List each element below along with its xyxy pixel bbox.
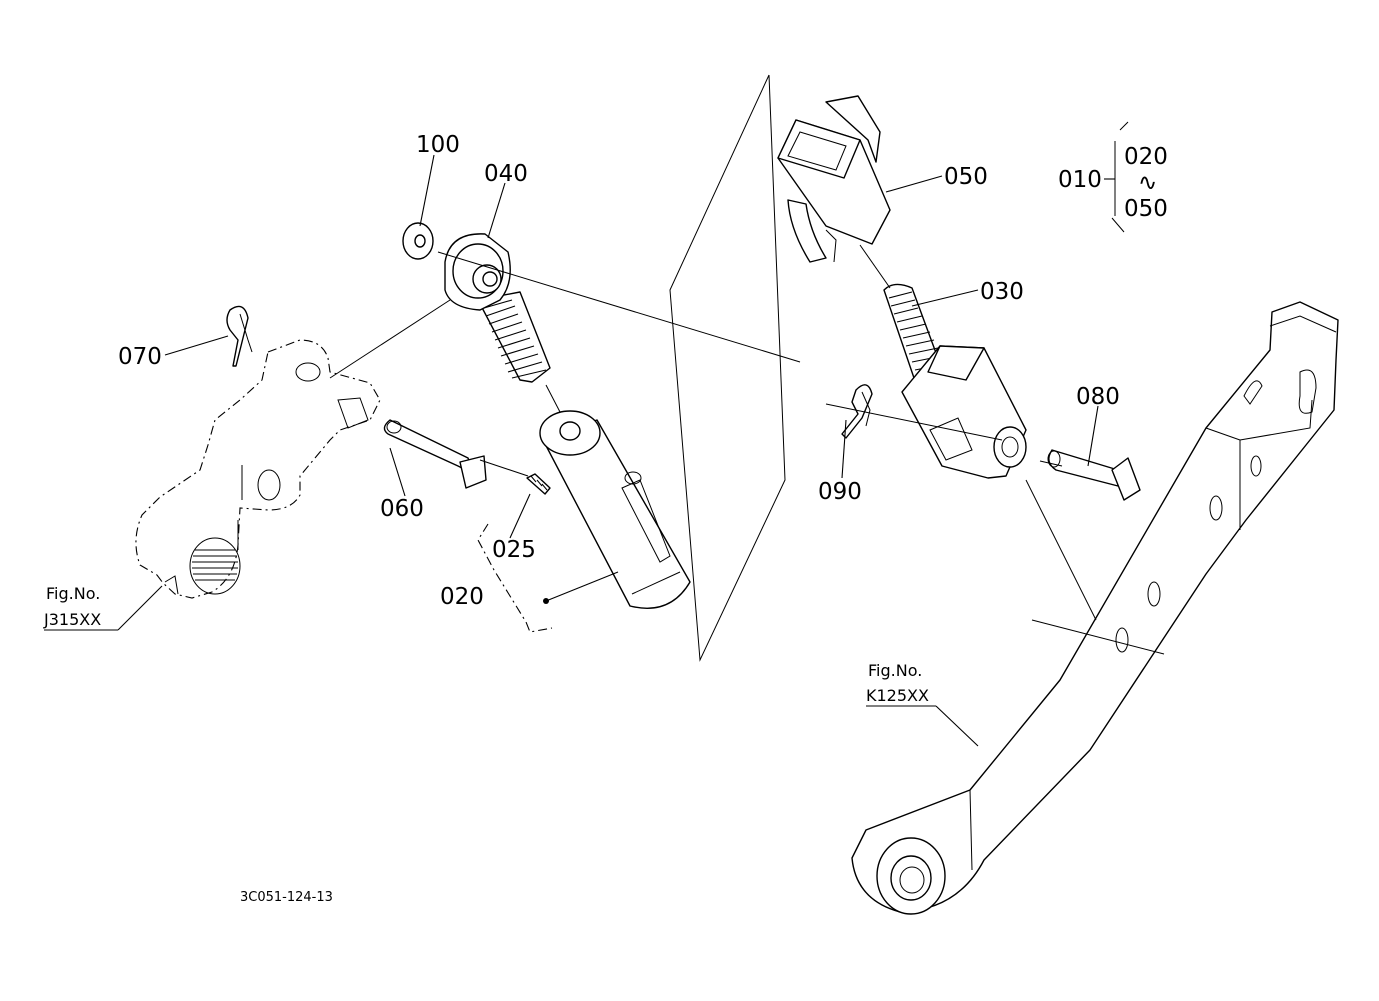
bracket-020-025 (477, 523, 553, 633)
label-020: 020 (440, 584, 484, 610)
label-070: 070 (118, 344, 162, 370)
label-090: 090 (818, 479, 862, 505)
left-fig-label: Fig.No. (46, 584, 100, 603)
label-100: 100 (416, 132, 460, 158)
label-060: 060 (380, 496, 424, 522)
dot-020 (543, 598, 549, 604)
right-fig-code: K125XX (866, 686, 929, 705)
leader-lines (44, 154, 1115, 747)
right-fig-label: Fig.No. (868, 661, 922, 680)
tube-020 (539, 410, 691, 609)
lower-link (851, 301, 1339, 915)
clevis-030 (883, 283, 1027, 479)
label-range-from: 020 (1124, 144, 1168, 170)
snap-pin-070 (226, 305, 253, 367)
label-range-symbol: ∿ (1138, 170, 1157, 196)
figure-references: Fig.No. J315XX Fig.No. K125XX (43, 584, 929, 705)
rod-end-040 (444, 233, 551, 383)
square-sleeve-050 (777, 95, 891, 263)
drawing-id: 3C051-124-13 (240, 890, 333, 905)
snap-pin-090 (841, 384, 873, 439)
lift-arm (135, 339, 381, 599)
label-range-to: 050 (1124, 196, 1168, 222)
label-010: 010 (1058, 167, 1102, 193)
left-fig-code: J315XX (43, 610, 101, 629)
pin-080 (1047, 449, 1141, 501)
range-brace (1110, 121, 1129, 233)
label-030: 030 (980, 279, 1024, 305)
part-labels: 100 040 070 060 025 020 050 030 080 090 … (118, 132, 1168, 610)
label-050: 050 (944, 164, 988, 190)
assembly-centerlines (237, 74, 1165, 662)
label-080: 080 (1076, 384, 1120, 410)
pin-060 (383, 419, 487, 489)
washer-100 (402, 222, 434, 260)
label-040: 040 (484, 161, 528, 187)
grease-nipple-025 (526, 473, 551, 495)
label-025: 025 (492, 537, 536, 563)
